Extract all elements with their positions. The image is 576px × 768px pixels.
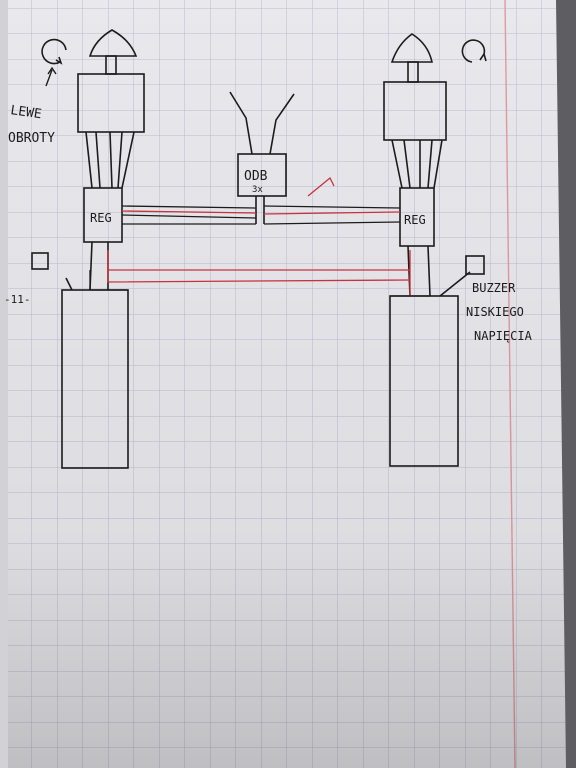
- power-wires: [89, 250, 430, 297]
- right-reg-label: REG: [404, 213, 426, 227]
- buzzer-label-3: NAPIĘCIA: [474, 329, 533, 343]
- odb-box: [237, 153, 287, 197]
- antenna-left: [229, 91, 253, 155]
- rotation-ccw-icon: [41, 38, 67, 65]
- left-rotation-label-2: OBROTY: [8, 131, 55, 146]
- buzzer-square: [465, 255, 485, 275]
- right-motor: [383, 81, 447, 141]
- odb-label: ODB: [244, 169, 268, 184]
- rotation-cw-icon: [461, 39, 487, 63]
- left-reg-label: REG: [90, 211, 112, 225]
- left-motor: [77, 73, 145, 133]
- buzzer-label-1: BUZZER: [472, 281, 516, 295]
- odb-module: [229, 91, 295, 224]
- left-battery-marker: -11-: [4, 293, 31, 306]
- right-reg-box: [399, 187, 435, 247]
- antenna-right: [269, 93, 295, 155]
- left-small-square: [31, 252, 49, 270]
- left-rotation-label-1: LEWE: [9, 103, 42, 122]
- right-motor-assembly: [383, 33, 487, 467]
- odb-sublabel: 3x: [252, 185, 263, 195]
- buzzer-label-2: NISKIEGO: [466, 305, 524, 319]
- signal-wires: [121, 176, 401, 225]
